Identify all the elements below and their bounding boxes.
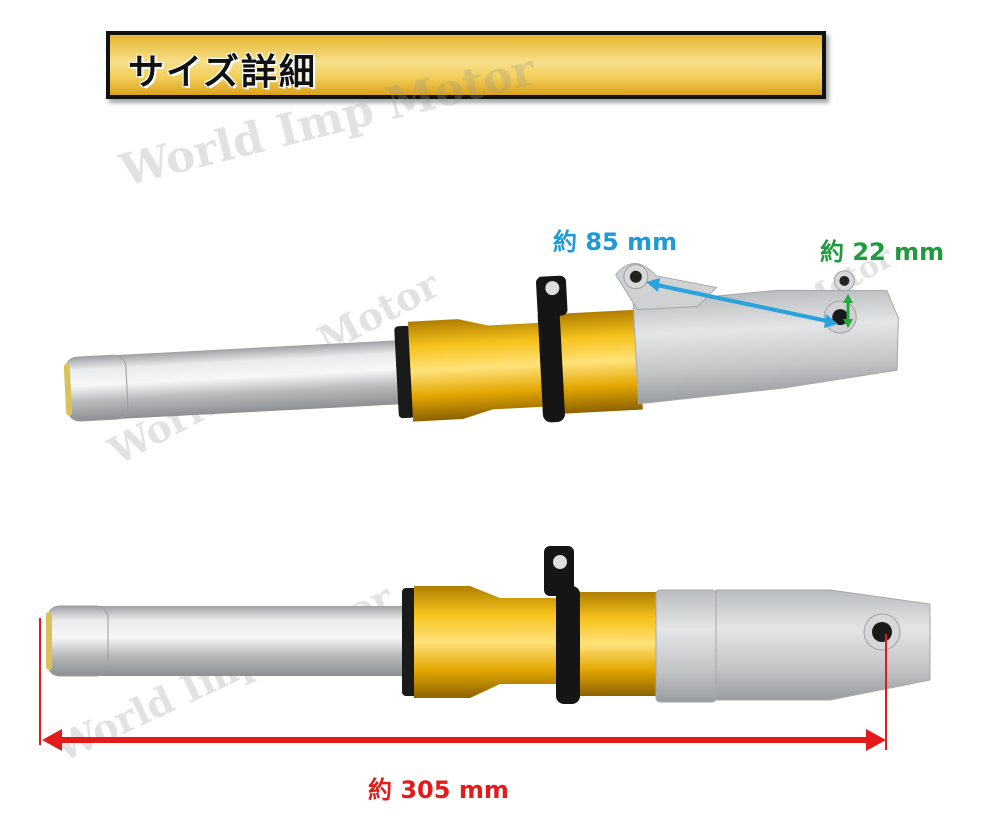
dimension-value: 305 mm bbox=[400, 776, 509, 804]
title-banner: サイズ詳細 bbox=[106, 31, 826, 99]
banner-title: サイズ詳細 bbox=[128, 52, 317, 93]
dimension-value: 85 mm bbox=[585, 228, 678, 256]
dimension-label-85mm: 約 85 mm bbox=[553, 222, 677, 257]
dimension-value: 22 mm bbox=[852, 238, 945, 266]
approx-prefix: 約 bbox=[368, 776, 392, 804]
approx-prefix: 約 bbox=[553, 228, 577, 256]
dimension-label-22mm: 約 22 mm bbox=[820, 232, 944, 267]
dimension-22mm-arrow bbox=[843, 294, 853, 328]
approx-prefix: 約 bbox=[820, 238, 844, 266]
bottom-fork bbox=[46, 546, 931, 704]
top-fork bbox=[63, 263, 899, 423]
dimension-305mm-arrow bbox=[39, 618, 887, 751]
dimension-85mm-arrow bbox=[646, 278, 838, 328]
dimension-label-305mm: 約 305 mm bbox=[368, 770, 509, 805]
